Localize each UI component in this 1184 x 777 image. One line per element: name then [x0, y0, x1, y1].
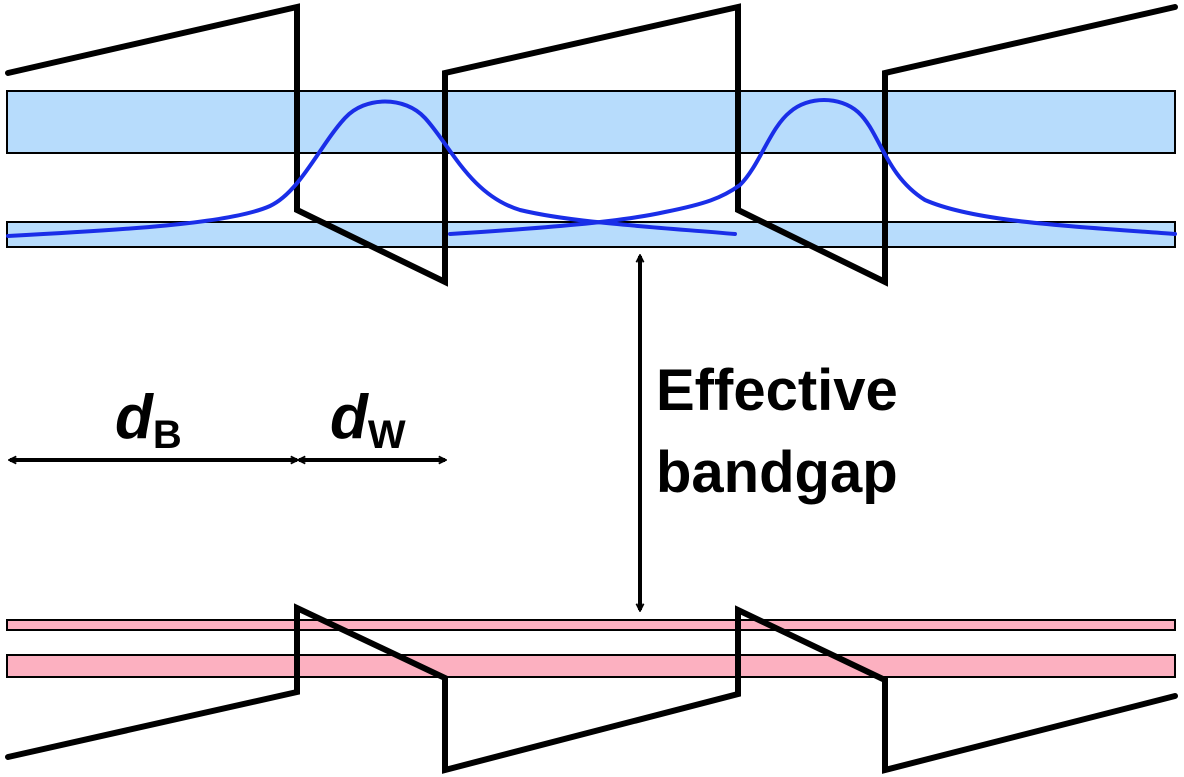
valence-miniband-lower [6, 654, 1176, 678]
wavefunction-left [6, 99, 737, 238]
conduction-band-edge [5, 3, 1178, 287]
barrier-width-label: dB [115, 383, 182, 457]
wavefunction-right [448, 98, 1177, 236]
effective-bandgap-label-line2: bandgap [656, 440, 898, 505]
well-width-label: dW [330, 383, 406, 457]
effective-bandgap-label-line1: Effective [656, 358, 898, 423]
conduction-miniband-upper [6, 90, 1176, 154]
valence-miniband-upper [6, 619, 1176, 631]
valence-band-edge [5, 603, 1178, 774]
